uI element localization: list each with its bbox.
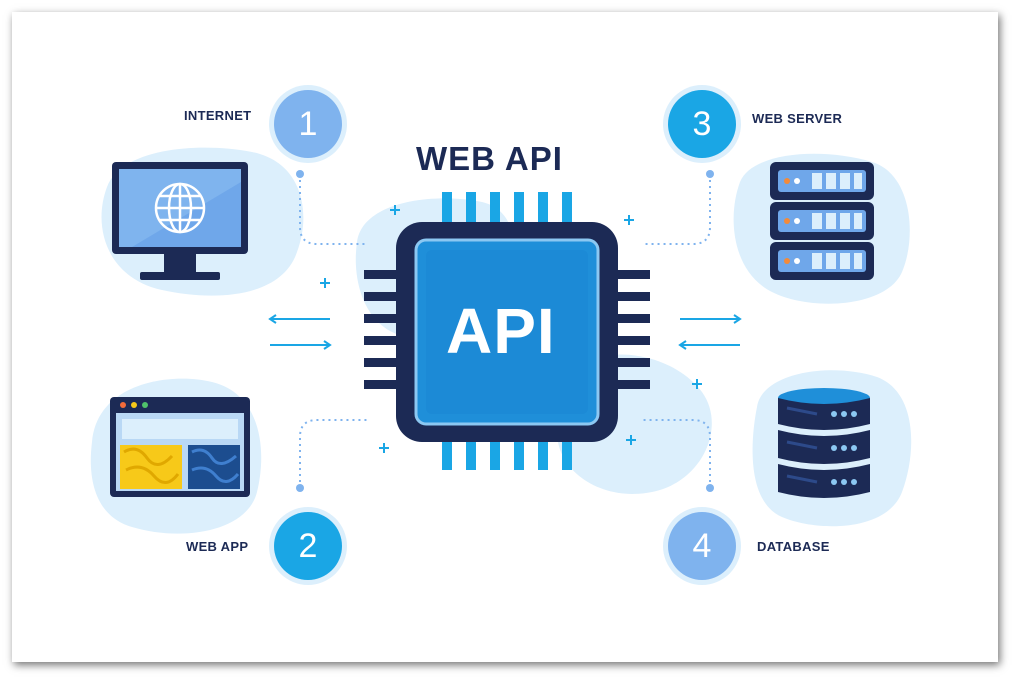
chip-core [426, 250, 588, 414]
connector-dot [706, 170, 714, 178]
node-1-label: INTERNET [184, 108, 252, 123]
connector-dots [296, 170, 714, 492]
plus-icon [624, 215, 634, 225]
arrows-left [268, 314, 332, 350]
diagram-artwork [90, 147, 912, 534]
node-3-label: WEB SERVER [752, 111, 843, 126]
database-stack-icon [778, 388, 870, 498]
plus-icon [320, 278, 330, 288]
connector-database [642, 419, 711, 488]
arrows-right [678, 314, 742, 350]
diagram-frame: WEB API API 1 2 3 4 INTERNET WEB APP WEB… [12, 12, 998, 662]
connector-dot [296, 170, 304, 178]
node-3-badge: 3 [668, 90, 736, 158]
chip-pins-bottom [442, 434, 572, 470]
plus-signs [320, 205, 702, 453]
dotted-connectors [299, 174, 711, 488]
arrow-right-icon [680, 314, 742, 324]
node-1-badge: 1 [274, 90, 342, 158]
node-4-badge: 4 [668, 512, 736, 580]
globe-icon [154, 182, 206, 234]
arrow-left-icon [268, 314, 330, 324]
connector-internet [299, 174, 367, 245]
plus-icon [390, 205, 400, 215]
connector-dot [296, 484, 304, 492]
monitor-globe-icon [112, 162, 248, 280]
server-rack-icon [770, 162, 874, 280]
chip-pins-left [364, 270, 404, 389]
node-4-label: DATABASE [757, 539, 830, 554]
plus-icon [626, 435, 636, 445]
connector-web-app [299, 419, 367, 488]
node-2-label: WEB APP [186, 539, 249, 554]
diagram-title: WEB API [416, 140, 563, 177]
connector-dot [706, 484, 714, 492]
plus-icon [692, 379, 702, 389]
browser-window-icon [110, 397, 250, 497]
plus-icon [379, 443, 389, 453]
chip-pins-right [610, 270, 650, 389]
api-chip-icon [364, 192, 650, 470]
node-2-badge: 2 [274, 512, 342, 580]
chip-pins-top [442, 192, 572, 228]
chip-label: API [446, 295, 556, 367]
arrow-left-icon [678, 340, 740, 350]
arrow-right-icon [270, 340, 332, 350]
connector-web-server [642, 174, 711, 245]
